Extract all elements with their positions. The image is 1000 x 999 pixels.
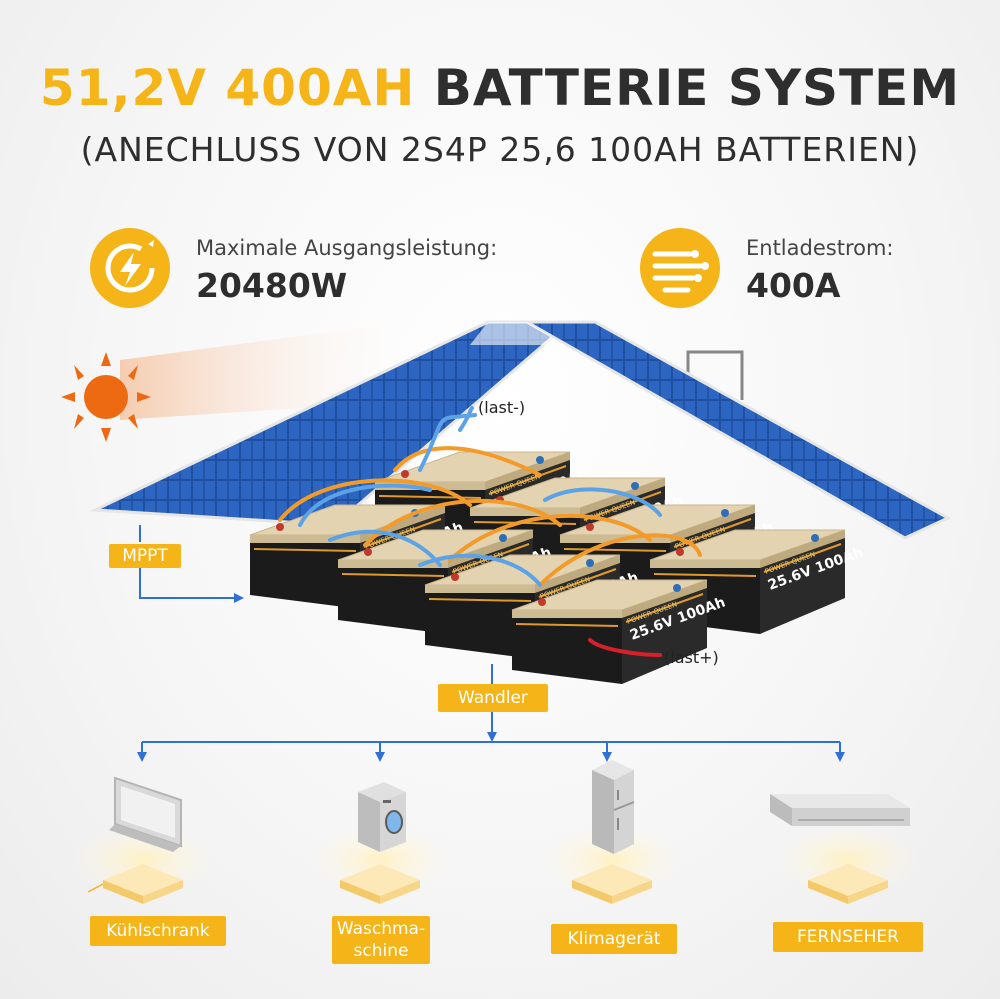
max-output-label: Maximale Ausgangsleistung: [196, 236, 498, 260]
air-conditioner-icon [770, 794, 910, 826]
mppt-tag: MPPT [109, 544, 181, 568]
load-plus-label: (last+) [664, 648, 719, 667]
refrigerator-icon [592, 760, 635, 854]
sun-icon [61, 352, 151, 442]
title-rest: BATTERIE SYSTEM [433, 59, 961, 117]
tv-icon [109, 776, 182, 852]
page-title: 51,2V 400AH BATTERIE SYSTEM [0, 58, 1000, 118]
flow-lines [137, 525, 845, 762]
appliance-pedestals [73, 825, 918, 904]
load-minus-label: (last-) [478, 398, 526, 417]
max-output-value: 20480W [196, 266, 348, 305]
discharge-current-value: 400A [746, 266, 841, 305]
solar-roof [89, 320, 952, 540]
appliance-label-refrigerator: Kühlschrank [90, 916, 226, 946]
appliance-label-tv: FERNSEHER [773, 922, 923, 952]
washing-machine-icon [358, 782, 406, 852]
title-highlight: 51,2V 400AH [39, 59, 416, 117]
discharge-current-label: Entladestrom: [746, 236, 894, 260]
appliance-label-air-conditioner: Klimagerät [551, 924, 677, 954]
battery-wiring [278, 406, 702, 657]
inverter-tag: Wandler [438, 684, 548, 712]
page-subtitle: (ANECHLUSS VON 2S4P 25,6 100AH BATTERIEN… [80, 130, 920, 169]
lightning-icon [90, 228, 170, 308]
current-lines-icon [640, 228, 720, 308]
appliance-label-washing-machine: Waschma- schine [332, 916, 430, 964]
chimney [686, 350, 744, 400]
